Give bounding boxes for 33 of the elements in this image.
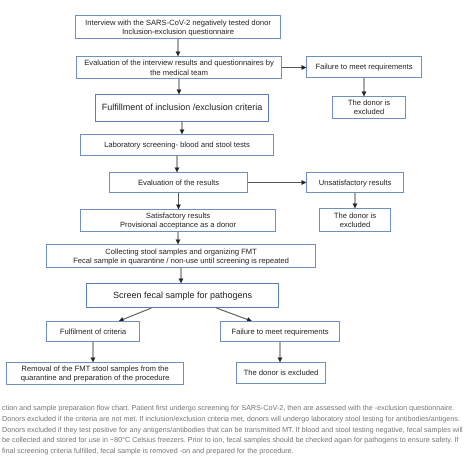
- arrow: [180, 122, 184, 134]
- arrow: [362, 78, 366, 96]
- arrow: [248, 180, 306, 185]
- box-text: Fulfillment of inclusion /exclusion criteria: [102, 102, 262, 114]
- box-text: Screen fecal sample for pathogens: [112, 290, 252, 302]
- process-box: [95, 94, 269, 122]
- arrow: [178, 268, 184, 284]
- process-box: [236, 362, 326, 384]
- process-box: [306, 172, 404, 193]
- process-box: [220, 321, 340, 342]
- process-box: [75, 15, 281, 39]
- arrow: [216, 308, 252, 322]
- arrow: [352, 192, 358, 208]
- process-box: [86, 283, 279, 308]
- process-box: [6, 362, 184, 385]
- process-box: [46, 244, 316, 268]
- arrow: [118, 308, 152, 322]
- process-box: [80, 134, 274, 156]
- arrow: [176, 78, 182, 94]
- process-box: [306, 56, 422, 78]
- process-box: [319, 208, 391, 232]
- arrow: [176, 230, 180, 244]
- arrow: [174, 156, 180, 172]
- arrow: [176, 38, 180, 56]
- process-box: [76, 56, 282, 79]
- arrow: [282, 65, 306, 70]
- arrow: [90, 342, 96, 362]
- process-box: [46, 321, 140, 342]
- process-box: [80, 209, 276, 232]
- process-box: [332, 96, 406, 119]
- arrow: [278, 342, 282, 362]
- process-box: [109, 172, 248, 193]
- arrow: [176, 192, 181, 210]
